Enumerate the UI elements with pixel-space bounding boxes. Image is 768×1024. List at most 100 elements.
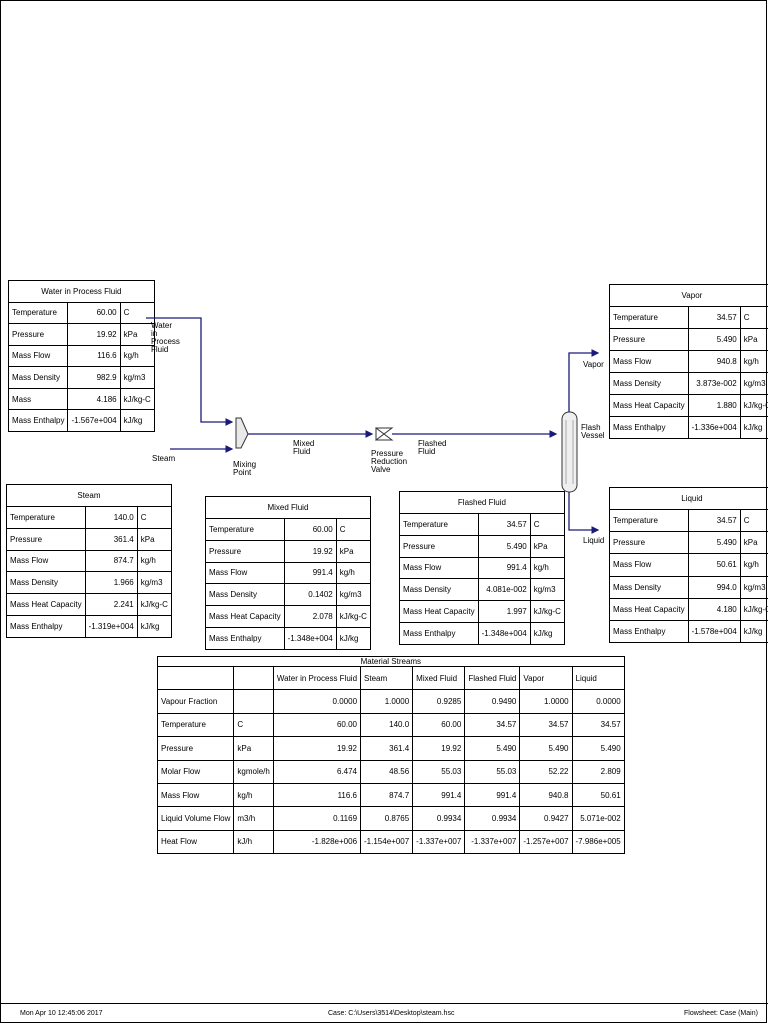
property-name: Mass Enthalpy [609, 416, 689, 439]
property-unit: kJ/kg-C [529, 600, 565, 624]
property-value: -1.348e+004 [477, 622, 531, 645]
property-unit: kJ/kg [136, 615, 172, 638]
property-unit: kg/h [739, 553, 768, 577]
cell-value: 19.92 [272, 736, 362, 761]
property-unit: kg/m3 [119, 366, 155, 389]
column-header: Steam [360, 665, 414, 691]
cell-value: 991.4 [464, 782, 521, 808]
property-value: 874.7 [84, 549, 138, 573]
property-unit: kJ/kg-C [119, 387, 155, 411]
cell-value: 55.03 [464, 759, 521, 784]
property-unit: kPa [335, 539, 371, 563]
label-line: Mixing [233, 460, 257, 469]
label-line: Point [233, 468, 252, 477]
property-unit: kg/h [119, 344, 155, 368]
property-unit [233, 689, 274, 714]
label-line: Process [151, 337, 180, 346]
column-header: Water in Process Fluid [272, 665, 362, 691]
cell-value: 34.57 [464, 712, 521, 738]
property-value: 940.8 [687, 350, 741, 373]
property-name: Mass Heat Capacity [6, 593, 86, 617]
property-name: Mass Flow [6, 549, 86, 573]
property-value: 4.180 [687, 597, 741, 621]
property-value: -1.319e+004 [84, 615, 138, 638]
property-unit: C [739, 306, 768, 329]
property-unit: kJ/kg-C [136, 593, 172, 617]
property-name: Mass Density [609, 575, 689, 599]
property-value: 994.0 [687, 575, 741, 599]
cell-value: 874.7 [360, 782, 414, 808]
cell-value: 361.4 [360, 736, 414, 761]
stream-table-title: Liquid [609, 486, 768, 511]
property-name: Mass Flow [609, 350, 689, 373]
property-value: 1.966 [84, 571, 138, 595]
property-name: Pressure [399, 534, 479, 558]
property-name: Mass Density [6, 571, 86, 595]
property-value: 0.1402 [283, 583, 337, 607]
property-name: Temperature [609, 509, 689, 533]
property-name: Temperature [399, 512, 479, 536]
property-value: -1.348e+004 [283, 627, 337, 650]
property-value: 34.57 [477, 512, 531, 536]
cell-value: 5.490 [464, 736, 521, 761]
property-unit: C [136, 505, 172, 529]
property-value: 19.92 [283, 539, 337, 563]
column-header: Vapor [519, 665, 573, 691]
property-value: 5.490 [687, 531, 741, 555]
cell-value: -1.337e+007 [412, 829, 466, 855]
property-unit: kg/m3 [529, 578, 565, 602]
blank-cell [233, 665, 274, 691]
property-unit: m3/h [233, 806, 274, 831]
label-liquid: Liquid [583, 537, 604, 545]
property-unit: kg/h [529, 556, 565, 580]
property-name: Mass Enthalpy [6, 615, 86, 638]
property-unit: kPa [529, 534, 565, 558]
property-name: Mass Heat Capacity [205, 605, 285, 629]
property-unit: kPa [233, 736, 274, 761]
cell-value: 55.03 [412, 759, 466, 784]
property-name: Mass Flow [205, 561, 285, 585]
cell-value: 0.0000 [272, 689, 362, 714]
label-line: Pressure [371, 449, 404, 458]
property-name: Liquid Volume Flow [156, 806, 235, 831]
property-name: Temperature [6, 505, 86, 529]
property-value: 991.4 [477, 556, 531, 580]
property-value: 2.241 [84, 593, 138, 617]
property-value: 4.081e-002 [477, 578, 531, 602]
label-line: Fluid [151, 345, 169, 354]
property-value: 19.92 [67, 323, 121, 346]
label-line: Liquid [583, 536, 605, 545]
cell-value: 60.00 [272, 712, 362, 738]
property-unit: kg/h [739, 350, 768, 373]
property-name: Mass Density [205, 583, 285, 607]
property-value: 140.0 [84, 505, 138, 529]
cell-value: 48.56 [360, 759, 414, 784]
cell-value: 140.0 [360, 712, 414, 738]
cell-value: 19.92 [412, 736, 466, 761]
property-unit: kJ/kg-C [739, 394, 768, 417]
property-value: 34.57 [687, 306, 741, 329]
